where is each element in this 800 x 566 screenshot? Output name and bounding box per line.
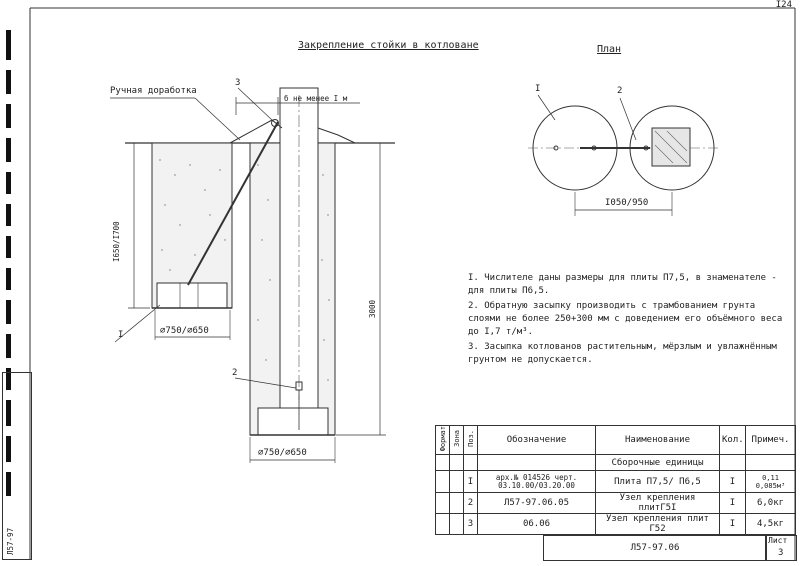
callout-1: I (118, 330, 124, 340)
col-qty: Кол. (719, 424, 746, 456)
min-distance-label: б не менее I м (284, 94, 348, 103)
elevation-title: Закрепление стойки в котловане (298, 40, 479, 51)
table-row: 3 06.06 Узел крепления плит Г52 I 4,5кг (435, 513, 796, 536)
callout-2: 2 (232, 368, 238, 378)
sheet-label: Лист (768, 536, 788, 545)
binding-marks (6, 0, 11, 566)
drawing-code-stamp: Л57-97.06 (543, 535, 767, 561)
row-note: 0,11 0,085м³ (745, 470, 796, 494)
section-label: Сборочные единицы (595, 454, 720, 472)
row-pos: 2 (463, 492, 478, 515)
base-left-label: ∅750/∅650 (160, 326, 209, 336)
row-note: 6,0кг (745, 492, 796, 515)
row-note: 4,5кг (745, 513, 796, 536)
row-name: Узел крепления плит Г52 (595, 513, 720, 536)
sheet-number-box: Лист 3 (765, 535, 797, 561)
note-3: 3. Засыпка котлованов растительным, мёрз… (468, 342, 777, 365)
row-designation: Л57-97.06.05 (477, 492, 596, 515)
row-pos: I (463, 470, 478, 494)
side-stamp-code: Л57-97 (6, 527, 15, 555)
col-zone: Зона (452, 430, 461, 448)
sheet-number: 3 (778, 548, 784, 558)
specification-table: Формат Зона Поз. Обозначение Наименовани… (435, 424, 796, 536)
row-qty: I (719, 470, 746, 494)
row-pos: 3 (463, 513, 478, 536)
callout-3: 3 (235, 78, 241, 88)
depth-left-label: I650/I700 (112, 221, 121, 262)
depth-right-label: 3000 (368, 299, 377, 318)
row-qty: I (719, 513, 746, 536)
table-section-row: Сборочные единицы (435, 454, 796, 472)
row-name: Плита П7,5/ П6,5 (595, 470, 720, 494)
sheet-corner-number: I24 (775, 0, 792, 10)
table-row: I арх.№ 014526 черт. 03.10.00/03.20.00 П… (435, 470, 796, 494)
col-name: Наименование (595, 424, 720, 456)
row-designation: 06.06 (477, 513, 596, 536)
row-name: Узел крепления плитГ5I (595, 492, 720, 515)
col-designation: Обозначение (477, 424, 596, 456)
plan-callout-1: I (535, 84, 541, 94)
table-row: 2 Л57-97.06.05 Узел крепления плитГ5I I … (435, 492, 796, 515)
plan-dimension-label: I050/950 (605, 198, 649, 208)
base-right-label: ∅750/∅650 (258, 448, 307, 458)
plan-callout-2: 2 (617, 86, 623, 96)
note-1: I. Числителе даны размеры для плиты П7,5… (468, 273, 777, 296)
side-stamp-strip: Л57-97 (2, 372, 32, 560)
manual-finish-label: Ручная доработка (110, 86, 197, 96)
table-header-row: Формат Зона Поз. Обозначение Наименовани… (435, 424, 796, 456)
row-designation: арх.№ 014526 черт. 03.10.00/03.20.00 (477, 470, 596, 494)
note-2: 2. Обратную засыпку производить с трамбо… (468, 301, 783, 337)
row-qty: I (719, 492, 746, 515)
col-format: Формат (438, 426, 447, 452)
col-note: Примеч. (745, 424, 796, 456)
notes-block: I. Числителе даны размеры для плиты П7,5… (468, 272, 788, 369)
col-pos: Поз. (466, 430, 475, 448)
plan-title: План (597, 44, 622, 55)
